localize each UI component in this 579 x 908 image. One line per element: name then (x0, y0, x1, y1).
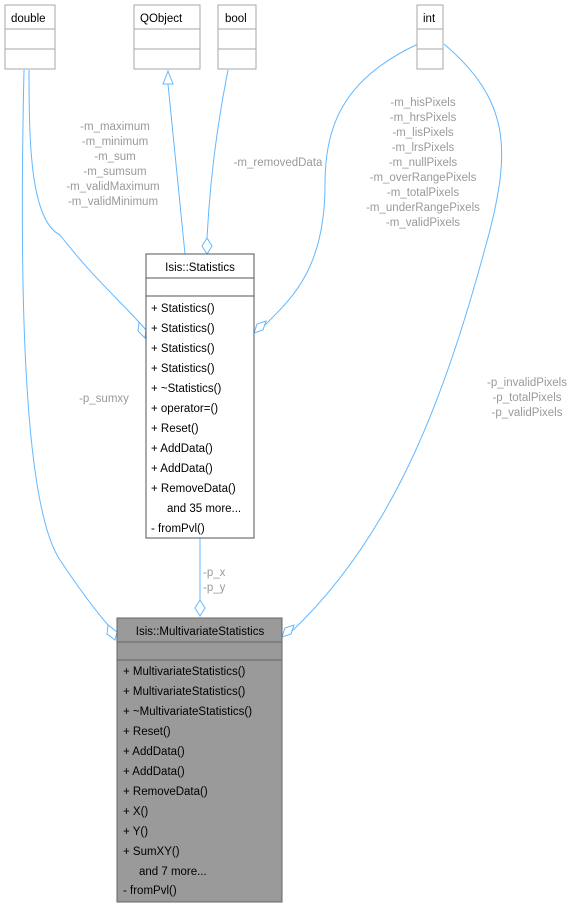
class-isis-statistics[interactable]: Isis::Statistics + Statistics() + Statis… (145, 253, 255, 539)
diamond-statistics-top (201, 237, 213, 255)
inheritance-arrow (162, 69, 174, 85)
edge-label: -p_validPixels (492, 407, 563, 419)
edge-int-multivariate (289, 43, 503, 634)
edge-label: -m_validMinimum (68, 196, 158, 208)
class-title: double (11, 13, 46, 25)
edge-bool-statistics (206, 69, 229, 239)
member-item[interactable]: + MultivariateStatistics() (123, 666, 246, 678)
class-isis-multivariatestatistics[interactable]: Isis::MultivariateStatistics + Multivari… (116, 617, 283, 903)
edge-label: -m_hisPixels (390, 97, 455, 109)
member-item[interactable]: + Statistics() (151, 303, 215, 315)
diamond-multivariate-top (194, 599, 206, 617)
member-item[interactable]: + AddData() (151, 443, 213, 455)
edge-int-statistics (263, 43, 419, 327)
member-more[interactable]: and 35 more... (151, 503, 241, 515)
class-qobject[interactable]: QObject (133, 4, 201, 70)
edge-label: -m_minimum (82, 136, 148, 148)
edge-label: -p_totalPixels (492, 392, 561, 404)
member-item[interactable]: + RemoveData() (123, 786, 208, 798)
edge-label: -p_invalidPixels (487, 377, 567, 389)
diamond-multivariate-right (281, 624, 295, 638)
member-more[interactable]: and 7 more... (123, 866, 207, 878)
label-int-statistics: -m_hisPixels -m_hrsPixels -m_lisPixels -… (366, 97, 480, 229)
member-item[interactable]: + ~Statistics() (151, 383, 221, 395)
member-item[interactable]: + Statistics() (151, 323, 215, 335)
member-item[interactable]: + Reset() (151, 423, 199, 435)
member-item[interactable]: + Statistics() (151, 343, 215, 355)
member-item[interactable]: + X() (123, 806, 148, 818)
member-item[interactable]: + Y() (123, 826, 148, 838)
edge-label: -m_sumsum (83, 166, 146, 178)
diamond-multivariate-left (106, 624, 118, 641)
member-item[interactable]: + operator=() (151, 403, 218, 415)
class-title: int (423, 13, 436, 25)
member-item[interactable]: + Statistics() (151, 363, 215, 375)
edge-double-multivariate (21, 69, 109, 626)
diamond-statistics-right (253, 320, 267, 334)
edge-label: -p_x (203, 567, 226, 579)
edge-label: -m_maximum (80, 121, 150, 133)
member-item[interactable]: - fromPvl() (151, 523, 205, 535)
edge-label: -m_totalPixels (387, 187, 459, 199)
edge-label: -m_overRangePixels (370, 172, 477, 184)
class-int[interactable]: int (416, 4, 444, 70)
label-int-multivariate: -p_invalidPixels -p_totalPixels -p_valid… (487, 377, 567, 419)
multivariate-members: + MultivariateStatistics() + Multivariat… (123, 666, 252, 897)
edge-label: -m_sum (94, 151, 136, 163)
edge-label: -m_validMaximum (66, 181, 159, 193)
edge-double-statistics (28, 69, 147, 331)
member-item[interactable]: + AddData() (151, 463, 213, 475)
class-title: QObject (140, 13, 183, 25)
label-double-multivariate: -p_sumxy (79, 393, 129, 405)
class-double[interactable]: double (4, 4, 56, 70)
member-item[interactable]: + ~MultivariateStatistics() (123, 706, 252, 718)
member-item[interactable]: + AddData() (123, 746, 185, 758)
edge-label: -m_lisPixels (392, 127, 454, 139)
edge-label: -p_y (203, 582, 226, 594)
label-double-statistics: -m_maximum -m_minimum -m_sum -m_sumsum -… (66, 121, 159, 208)
edge-label: -m_validPixels (386, 217, 460, 229)
edge-label: -m_hrsPixels (390, 112, 457, 124)
class-title: bool (225, 13, 247, 25)
edge-label: -m_nullPixels (389, 157, 458, 169)
member-item[interactable]: + Reset() (123, 726, 171, 738)
member-item[interactable]: + MultivariateStatistics() (123, 686, 246, 698)
member-item[interactable]: - fromPvl() (123, 885, 177, 897)
member-item[interactable]: + RemoveData() (151, 483, 236, 495)
class-title: Isis::MultivariateStatistics (136, 626, 265, 638)
edge-label: -m_lrsPixels (392, 142, 455, 154)
member-item[interactable]: + AddData() (123, 766, 185, 778)
member-item[interactable]: + SumXY() (123, 846, 180, 858)
class-bool[interactable]: bool (217, 4, 257, 70)
class-title: Isis::Statistics (165, 262, 235, 274)
label-statistics-multivariate: -p_x -p_y (203, 567, 226, 594)
edge-qobject-statistics (167, 83, 186, 255)
edge-label: -m_underRangePixels (366, 202, 480, 214)
label-bool-statistics: -m_removedData (234, 157, 323, 169)
statistics-members: + Statistics() + Statistics() + Statisti… (151, 303, 241, 535)
diamond-statistics-left (137, 320, 147, 340)
